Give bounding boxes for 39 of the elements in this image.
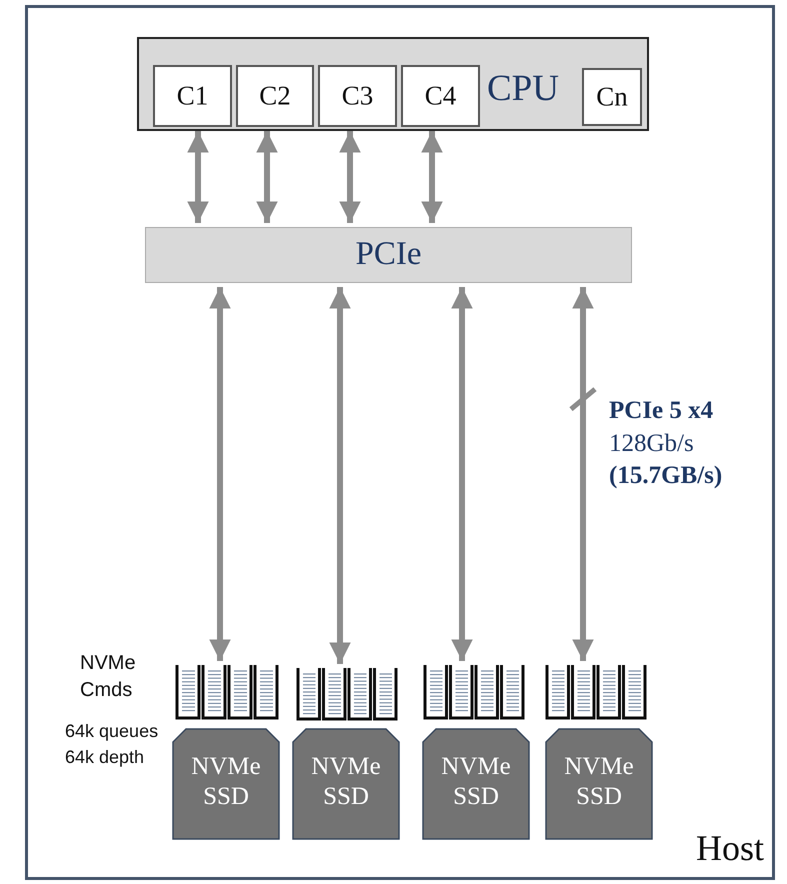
double-arrow xyxy=(329,287,351,664)
double-arrow xyxy=(339,131,361,223)
cpu-label: CPU xyxy=(487,70,559,107)
command-queue-icon xyxy=(423,665,525,721)
cpu-box xyxy=(137,37,649,131)
command-queue-icon xyxy=(175,665,279,721)
double-arrow xyxy=(187,131,209,223)
ssd-label: NVMe SSD xyxy=(310,752,382,812)
annotation-text: 64k queues 64k depth xyxy=(65,720,160,770)
core-box xyxy=(236,65,314,127)
ssd-drive xyxy=(292,728,400,840)
command-queue-icon xyxy=(296,668,398,722)
ssd-drive xyxy=(172,728,280,840)
pcie-label: PCIe xyxy=(354,238,422,271)
annotation-text: NVMe Cmds xyxy=(80,651,137,703)
double-arrow xyxy=(209,287,231,661)
core-box xyxy=(153,65,232,127)
ssd-drive xyxy=(422,728,530,840)
core-label: C2 xyxy=(258,82,292,110)
core-label: C3 xyxy=(340,82,374,110)
double-arrow xyxy=(572,287,594,661)
ssd-drive xyxy=(545,728,653,840)
host-label: Host xyxy=(696,827,764,869)
core-box xyxy=(318,65,397,127)
double-arrow xyxy=(421,131,443,223)
ssd-label: NVMe SSD xyxy=(190,752,262,812)
command-queue-icon xyxy=(545,665,647,721)
double-arrow xyxy=(256,131,278,223)
core-box xyxy=(582,68,642,126)
ssd-label: NVMe SSD xyxy=(563,752,635,812)
pcie-bus-bar xyxy=(145,227,632,283)
core-label: C4 xyxy=(424,82,458,110)
host-frame xyxy=(25,5,775,880)
core-box xyxy=(401,65,480,127)
core-label: C1 xyxy=(176,82,210,110)
core-label: Cn xyxy=(595,84,629,110)
ssd-label: NVMe SSD xyxy=(440,752,512,812)
double-arrow xyxy=(451,287,473,661)
link-speed-label: PCIe 5 x4 128Gb/s (15.7GB/s) xyxy=(609,396,724,492)
